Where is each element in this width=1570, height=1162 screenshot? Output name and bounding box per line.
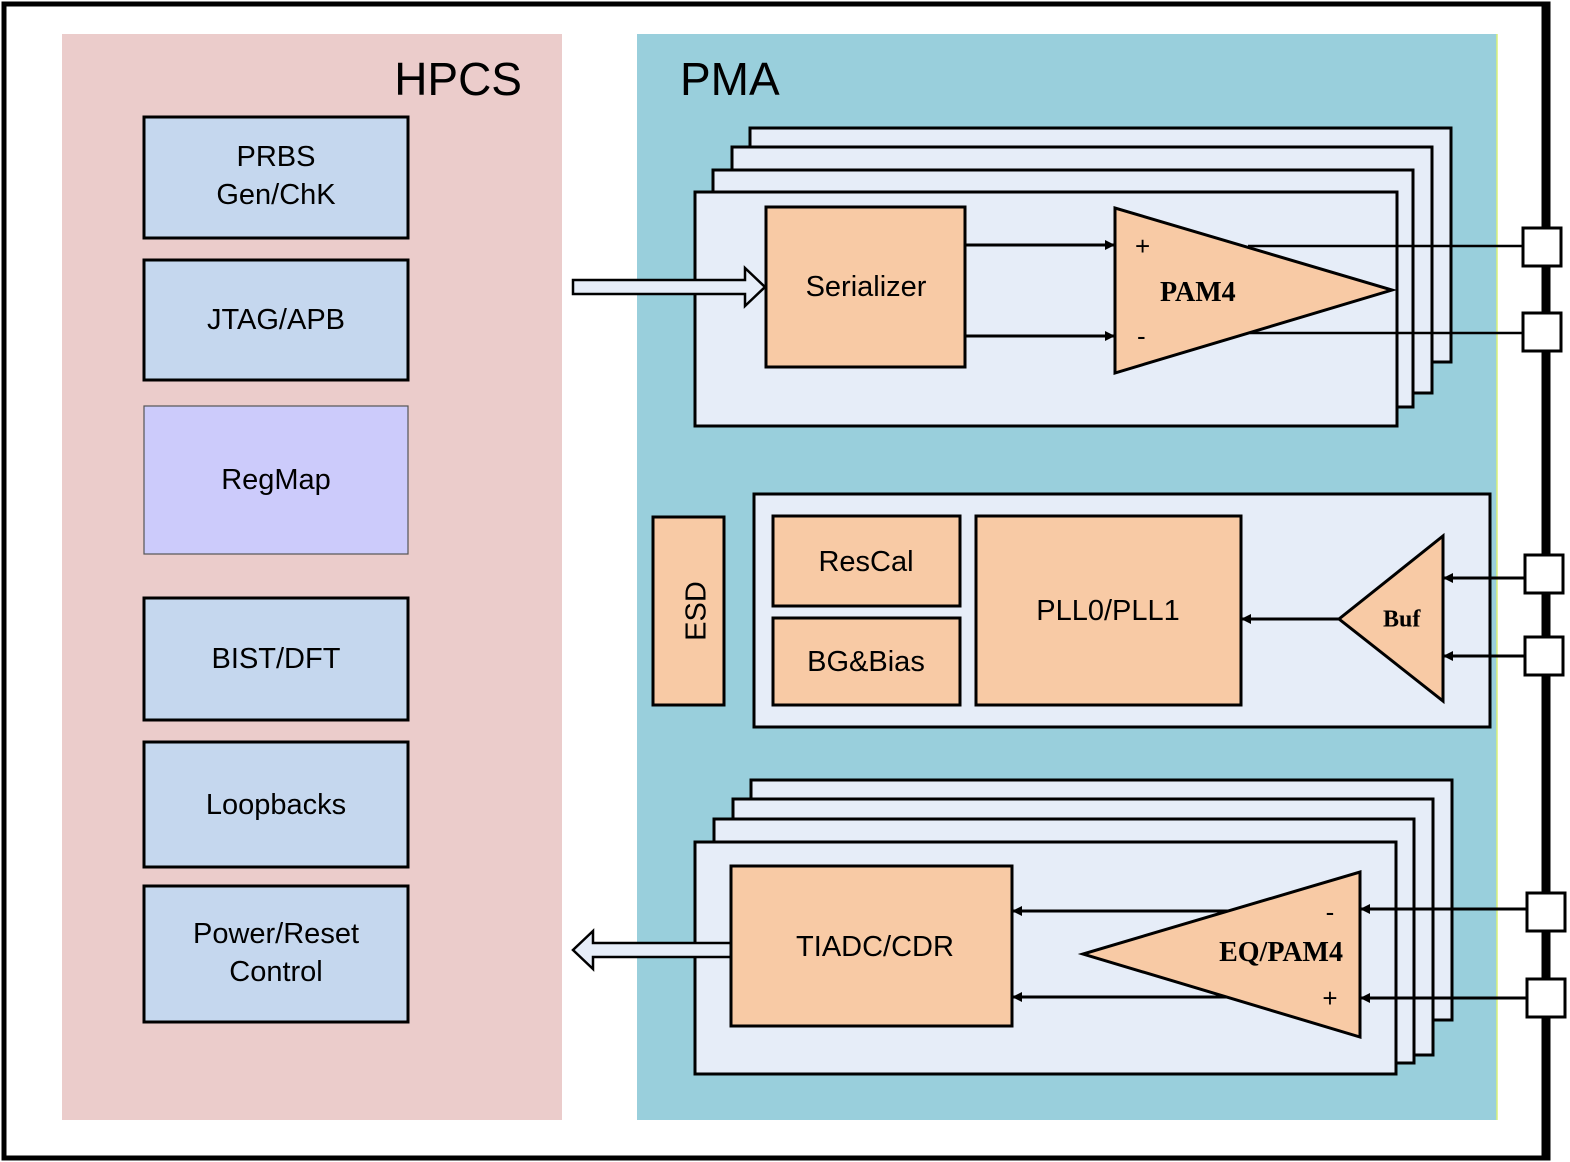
pam4-label: PAM4 — [1160, 277, 1236, 308]
tx-p-pad[interactable] — [1521, 226, 1563, 268]
eq-minus-sign: - — [1326, 897, 1335, 927]
esd-label: ESD — [681, 581, 713, 641]
tiadc-cdr-label: TIADC/CDR — [796, 931, 954, 963]
bg-bias-label: BG&Bias — [807, 646, 925, 678]
refclk-p-pad[interactable] — [1523, 553, 1565, 595]
hpcs-block-loopbacks[interactable]: Loopbacks — [142, 740, 410, 869]
rescal-label: ResCal — [818, 546, 913, 578]
hpcs-block-bist-dft[interactable]: BIST/DFT — [142, 596, 410, 722]
io-pads — [1521, 226, 1567, 1019]
hpcs-block-prbs[interactable]: PRBS Gen/ChK — [142, 115, 410, 240]
eq-plus-sign: + — [1322, 983, 1337, 1013]
power-reset-label-line2: Control — [229, 956, 323, 988]
prbs-label-line1: PRBS — [237, 141, 316, 173]
buf-block[interactable]: Buf — [1336, 532, 1445, 705]
rx-p-pad[interactable] — [1525, 977, 1567, 1019]
power-reset-label-line1: Power/Reset — [193, 918, 359, 950]
esd-block[interactable]: ESD — [651, 515, 726, 707]
buf-label: Buf — [1383, 607, 1421, 633]
jtag-apb-label: JTAG/APB — [207, 304, 345, 336]
pma-title: PMA — [680, 53, 780, 105]
regmap-label: RegMap — [221, 464, 331, 496]
serializer-block[interactable]: Serializer — [764, 205, 967, 369]
rx-data-output-arrow — [571, 928, 733, 972]
hpcs-block-regmap[interactable]: RegMap — [143, 405, 409, 555]
rx-n-pad[interactable] — [1525, 891, 1567, 933]
bist-dft-label: BIST/DFT — [212, 643, 341, 675]
pll-block[interactable]: PLL0/PLL1 — [974, 514, 1243, 707]
loopbacks-label: Loopbacks — [206, 789, 346, 821]
hpcs-title: HPCS — [394, 53, 522, 105]
eq-pam4-label: EQ/PAM4 — [1219, 937, 1343, 968]
tiadc-cdr-block[interactable]: TIADC/CDR — [729, 864, 1014, 1028]
pam4-driver[interactable]: + - PAM4 — [1113, 205, 1398, 376]
hpcs-block-jtag-apb[interactable]: JTAG/APB — [142, 258, 410, 382]
rescal-block[interactable]: ResCal — [771, 514, 962, 608]
pam4-plus-sign: + — [1135, 231, 1150, 261]
serializer-label: Serializer — [806, 271, 927, 303]
tx-n-pad[interactable] — [1521, 311, 1563, 353]
eq-pam4-block[interactable]: - + EQ/PAM4 — [1077, 869, 1362, 1040]
tx-data-input-arrow — [571, 265, 767, 309]
pam4-minus-sign: - — [1137, 321, 1146, 351]
refclk-n-pad[interactable] — [1523, 635, 1565, 677]
bg-bias-block[interactable]: BG&Bias — [771, 616, 962, 707]
hpcs-block-power-reset[interactable]: Power/Reset Control — [142, 884, 410, 1024]
pll-label: PLL0/PLL1 — [1036, 595, 1180, 627]
prbs-label-line2: Gen/ChK — [216, 179, 336, 211]
